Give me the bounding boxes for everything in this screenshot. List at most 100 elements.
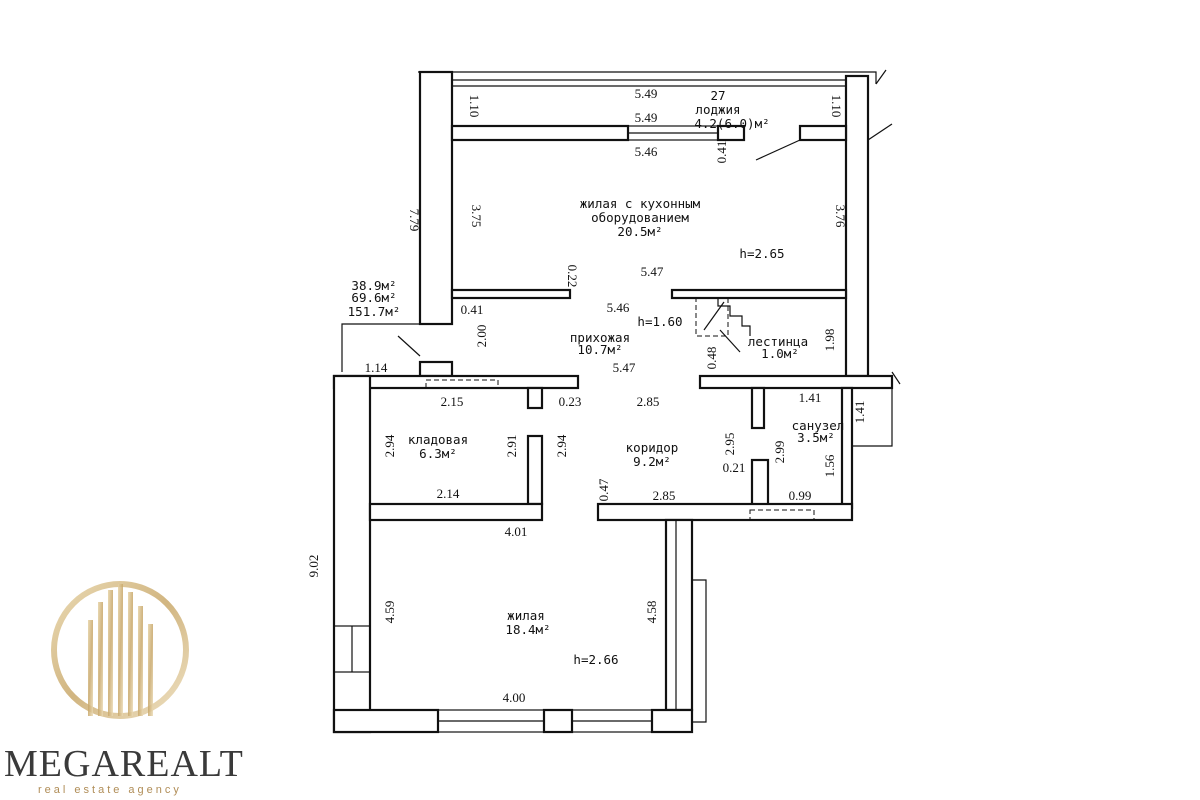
dim-kitchen-right: 3.76 [833,205,848,228]
dim-living-bottom: 4.00 [503,690,526,705]
dim-storage-right: 2.91 [504,435,519,458]
total-area-3: 151.7м² [348,304,401,319]
living-name: жилая [507,608,545,623]
dim-hall-left: 2.00 [474,325,489,348]
living-ext-outline [692,579,707,723]
wall-hall-bottom-right [698,374,894,390]
brand-name: MEGAREALT [4,743,244,785]
dim-wall-048: 0.48 [704,347,719,370]
dim-bath-left: 2.99 [772,441,787,464]
living-kitchen-line2: оборудованием [591,210,689,225]
bathroom-name: санузел [792,418,845,433]
dim-hall-bottom: 5.47 [613,360,636,375]
living-height: h=2.66 [573,652,618,667]
corridor-area: 9.2м² [633,454,671,469]
wall-corridor-bottom [596,502,854,522]
dim-loggia-left: 1.10 [467,95,482,118]
dim-storage-top: 2.15 [441,394,464,409]
stairs-steps [717,298,751,336]
dim-stairs-right: 1.98 [822,329,837,352]
total-area-2: 69.6м² [351,290,396,305]
living-kitchen-area: 20.5м² [617,224,662,239]
wall-right-upper [844,74,870,378]
dim-corridor-bottom: 2.85 [653,488,676,503]
dim-wall-041: 0.41 [461,302,484,317]
wall-left-lower [332,374,372,734]
stairs-leader [719,329,741,353]
dashed-opening-corridor [749,509,815,521]
dim-wall-114: 1.14 [365,360,388,375]
ext-tick-right-2 [891,371,901,385]
dim-storage-bottom: 2.14 [437,486,460,501]
wall-bath-lower [750,458,770,508]
door-swing-loggia [755,139,801,161]
loggia-area: 4.2(6.0)м² [694,116,769,131]
dim-living-top: 4.01 [505,524,528,539]
stairs-area: 1.0м² [761,346,799,361]
brand-logo [51,581,189,719]
wall-storage-right [526,434,544,506]
dim-kitchen-left: 3.75 [469,205,484,228]
wall-kitchen-bottom-left [450,288,572,300]
dim-corridor-right: 2.95 [722,433,737,456]
brand-tagline: real estate agency [38,784,182,796]
dim-kitchen-door: 0.41 [714,141,729,164]
dim-loggia-bottom: 5.49 [635,110,658,125]
hall-name: прихожая [570,330,630,345]
dim-corridor-top: 2.85 [637,394,660,409]
wall-loggia-kitchen-mid [716,124,746,142]
wall-loggia-kitchen-right [798,124,848,142]
wall-stub-023 [526,386,544,410]
dim-bath-right: 1.41 [852,401,867,424]
wall-stub-hall [418,360,454,378]
bathroom-area: 3.5м² [797,430,835,445]
dim-bath-side: 1.56 [822,454,837,477]
dim-kitchen-bottom: 5.47 [641,264,664,279]
dim-bath-top: 1.41 [799,390,822,405]
total-area-1: 38.9м² [351,278,396,293]
wall-living-bottom-mid [542,708,574,734]
dim-storage-left: 2.94 [382,434,397,457]
dim-corridor-left: 2.94 [554,434,569,457]
hall-height: h=1.60 [637,314,682,329]
dim-wall-023: 0.23 [559,394,582,409]
dim-kitchen-top: 5.46 [635,144,658,159]
dim-loggia-right: 1.10 [829,95,844,118]
wall-living-right [664,518,694,712]
dim-living-right: 4.58 [644,601,659,624]
stairs-name: лестинца [748,334,808,349]
wall-bath-right [840,386,854,510]
storage-name: кладовая [408,432,468,447]
plan-outline-top [418,71,877,84]
notch-outline [341,323,420,372]
wall-bath-upper [750,386,766,430]
plan-outline-tick [875,69,887,85]
wall-left-upper [418,70,454,326]
dim-outer-left: 7.79 [407,209,422,232]
wall-storage-bottom [368,502,544,522]
logo-towers [88,584,153,716]
stairs-arrow [703,301,725,331]
storage-area: 6.3м² [419,446,457,461]
dim-bath-bottom: 0.99 [789,488,812,503]
ext-tick-right [867,123,893,141]
dim-wall-047: 0.47 [596,478,611,501]
dim-wall-021: 0.21 [723,460,746,475]
wall-living-bottom-left [332,708,440,734]
dim-hall-top: 5.46 [607,300,630,315]
living-kitchen-height: h=2.65 [739,246,784,261]
wall-living-bottom-right [650,708,694,734]
dim-outer-left-bottom: 9.02 [306,555,321,578]
dim-loggia-top: 5.49 [635,86,658,101]
dashed-opening-hall [425,379,499,389]
living-kitchen-line1: жилая с кухонным [580,196,701,211]
wall-kitchen-bottom-right [670,288,848,300]
dim-partition-022: 0.22 [565,265,580,288]
hall-area: 10.7м² [577,342,622,357]
stairs-outline [695,297,729,337]
totals-leader [397,335,421,357]
loggia-number: 27 [710,88,725,103]
corridor-name: коридор [626,440,679,455]
loggia-name: лоджия [695,102,740,117]
